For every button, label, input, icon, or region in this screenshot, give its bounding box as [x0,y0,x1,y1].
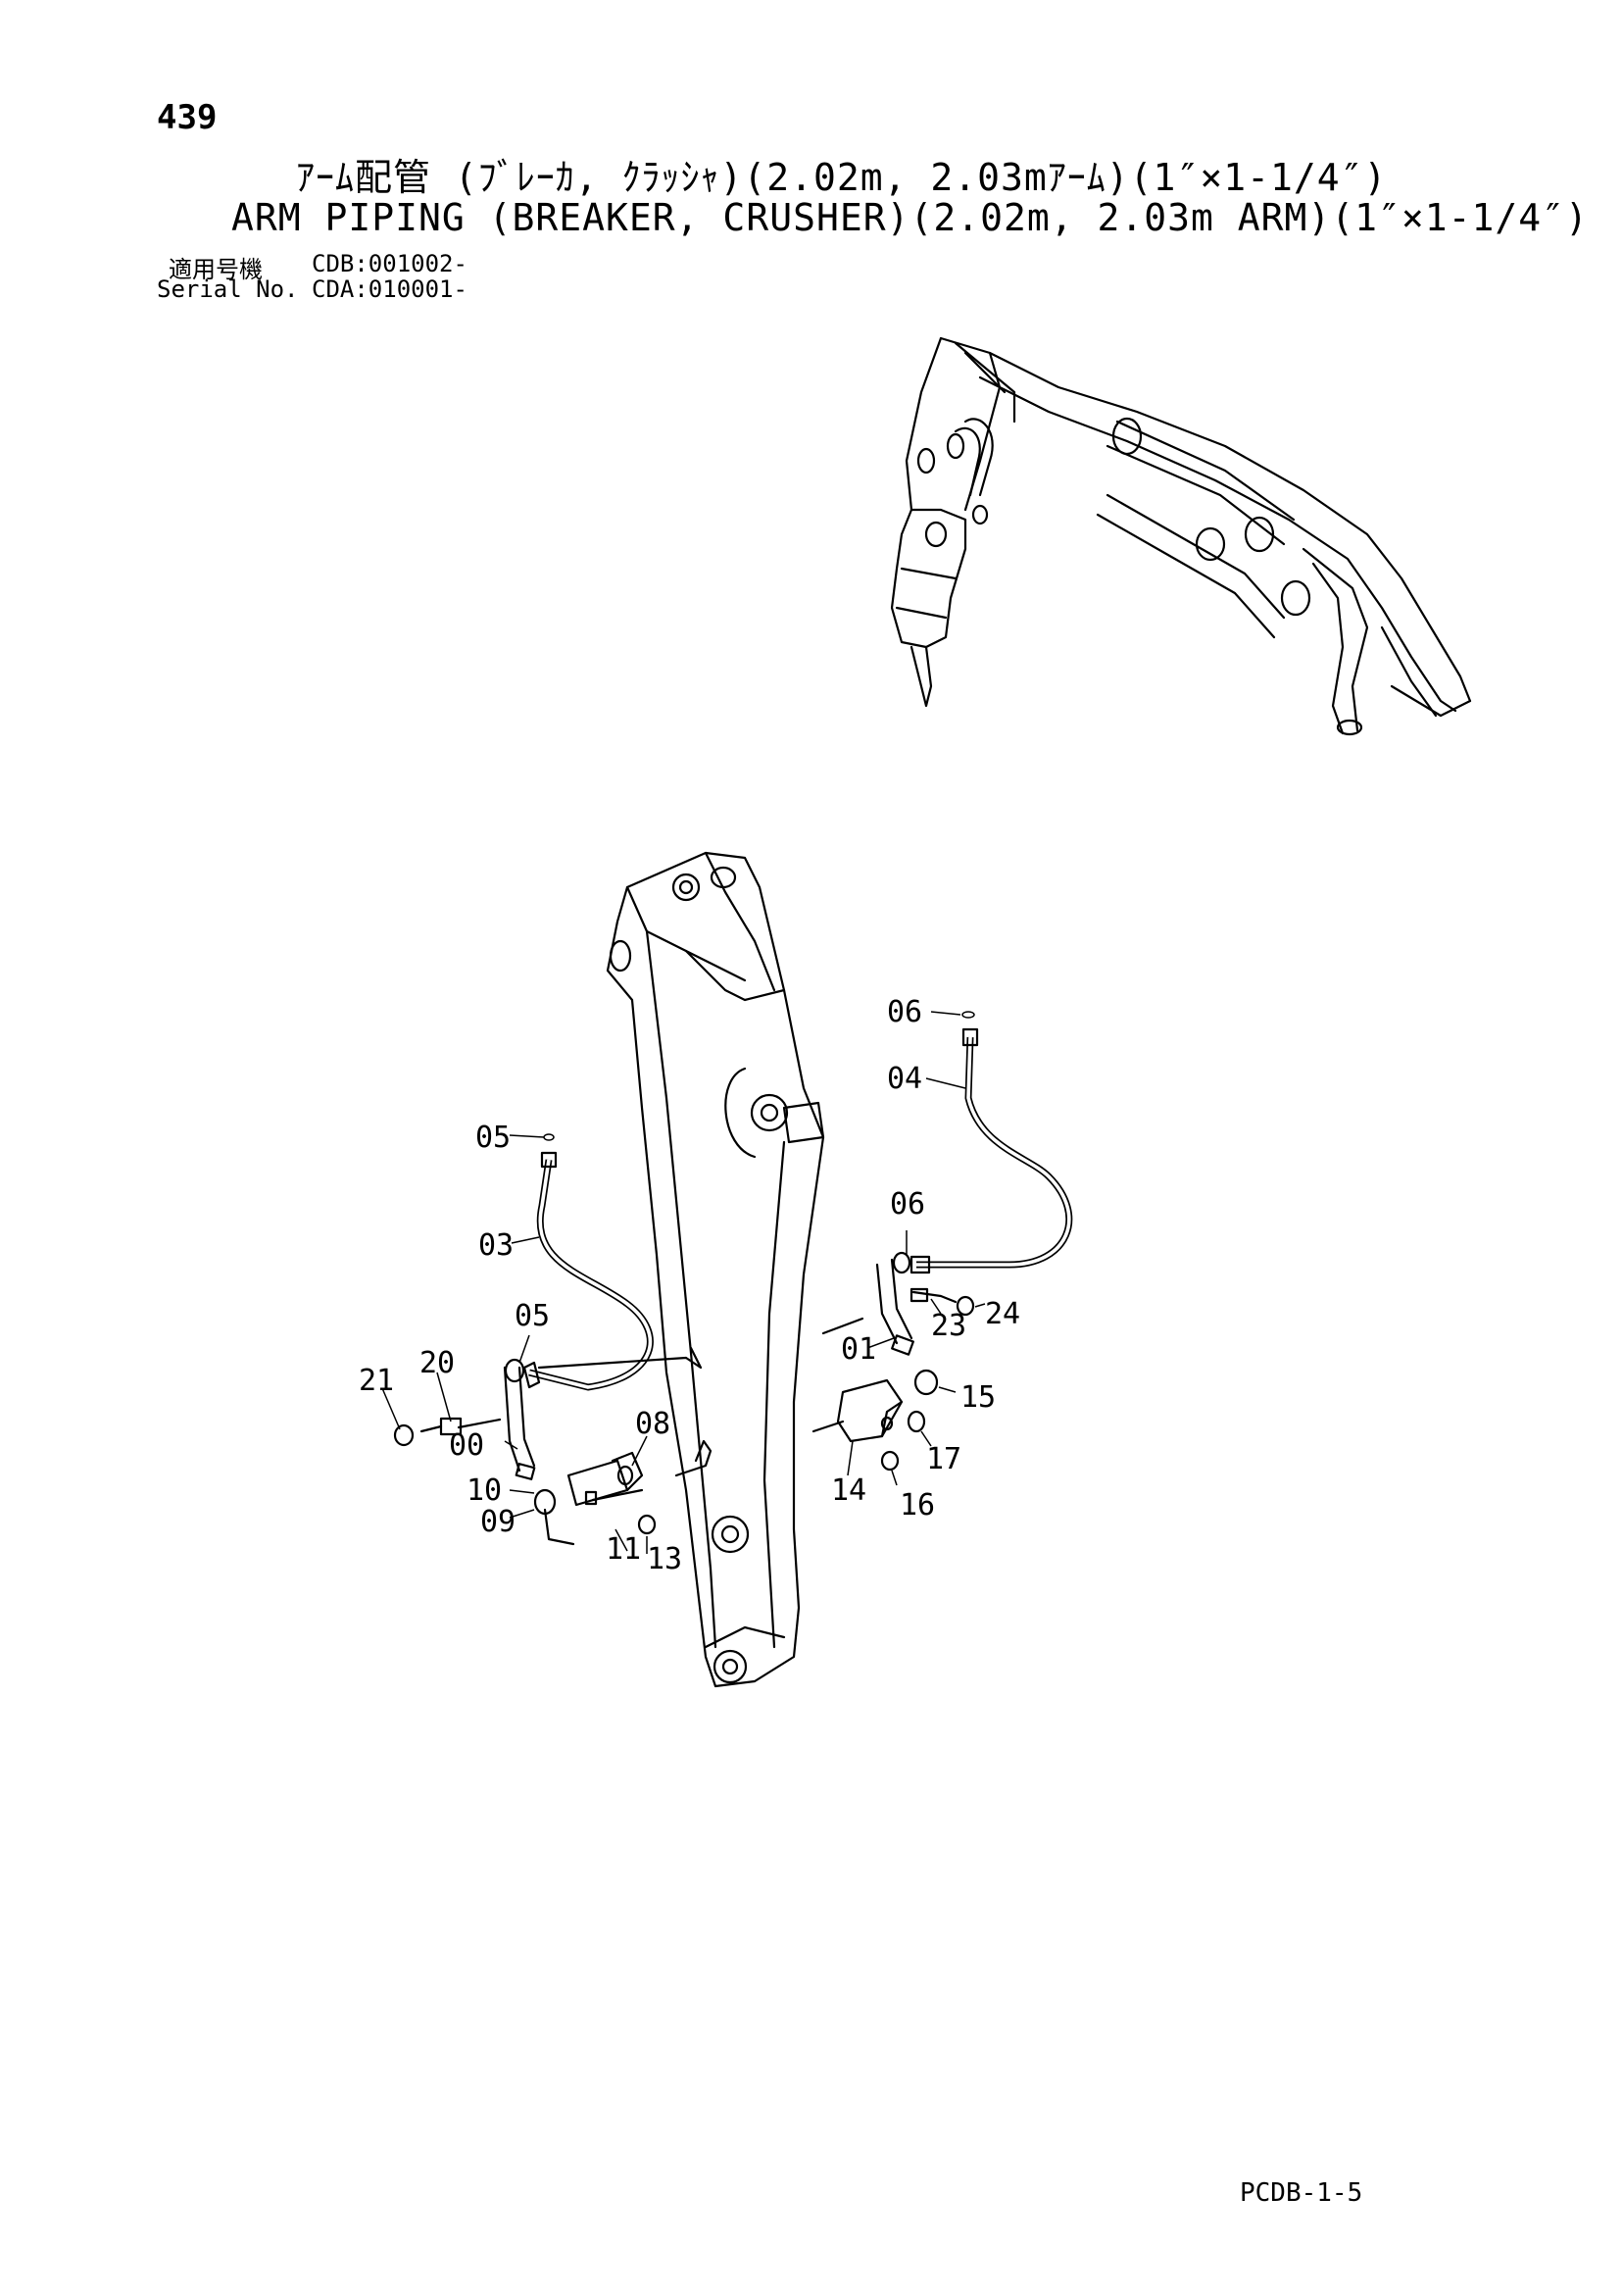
callout-label: 20 [419,1346,455,1380]
callout-label: 10 [467,1473,502,1508]
callout-label: 23 [931,1309,966,1343]
page-number: 439 [157,98,218,137]
excavator-overview-drawing [890,336,1472,736]
callout-label: 11 [606,1532,641,1567]
callout-label: 14 [831,1473,866,1508]
title-english: ARM PIPING (BREAKER, CRUSHER)(2.02m, 2.0… [231,196,1589,239]
callout-leaders [381,1011,986,1554]
callout-label: 05 [475,1121,511,1155]
serial-jp-label: 適用号機 [169,256,263,283]
serial-en-value: CDA:010001- [312,275,467,303]
callout-label: 00 [449,1428,484,1463]
serial-en-label: Serial No. [157,275,299,303]
callout-label: 17 [926,1442,961,1476]
callout-label: 08 [635,1407,670,1441]
callout-label: 06 [887,995,922,1029]
title-japanese: ｱｰﾑ配管 (ﾌﾞﾚｰｶ, ｸﾗｯｼｬ)(2.02m, 2.03mｱｰﾑ)(1″… [296,156,1388,199]
callout-label: 04 [887,1062,922,1096]
callout-label: 16 [900,1488,935,1522]
callout-labels: 05 03 05 21 20 00 10 09 11 13 08 06 04 0… [359,995,1020,1576]
callout-label: 01 [841,1332,876,1367]
callout-label: 06 [890,1187,925,1222]
callout-label: 13 [647,1542,682,1576]
callout-label: 05 [515,1299,550,1333]
page-code: PCDB-1-5 [1240,2178,1363,2208]
arm-assembly-drawing [393,851,1073,1688]
callout-label: 09 [480,1505,516,1539]
callout-label: 21 [359,1364,394,1398]
callout-label: 24 [985,1297,1020,1331]
serial-jp-value: CDB:001002- [312,250,467,277]
callout-label: 15 [960,1380,996,1415]
callout-label: 03 [478,1228,514,1263]
